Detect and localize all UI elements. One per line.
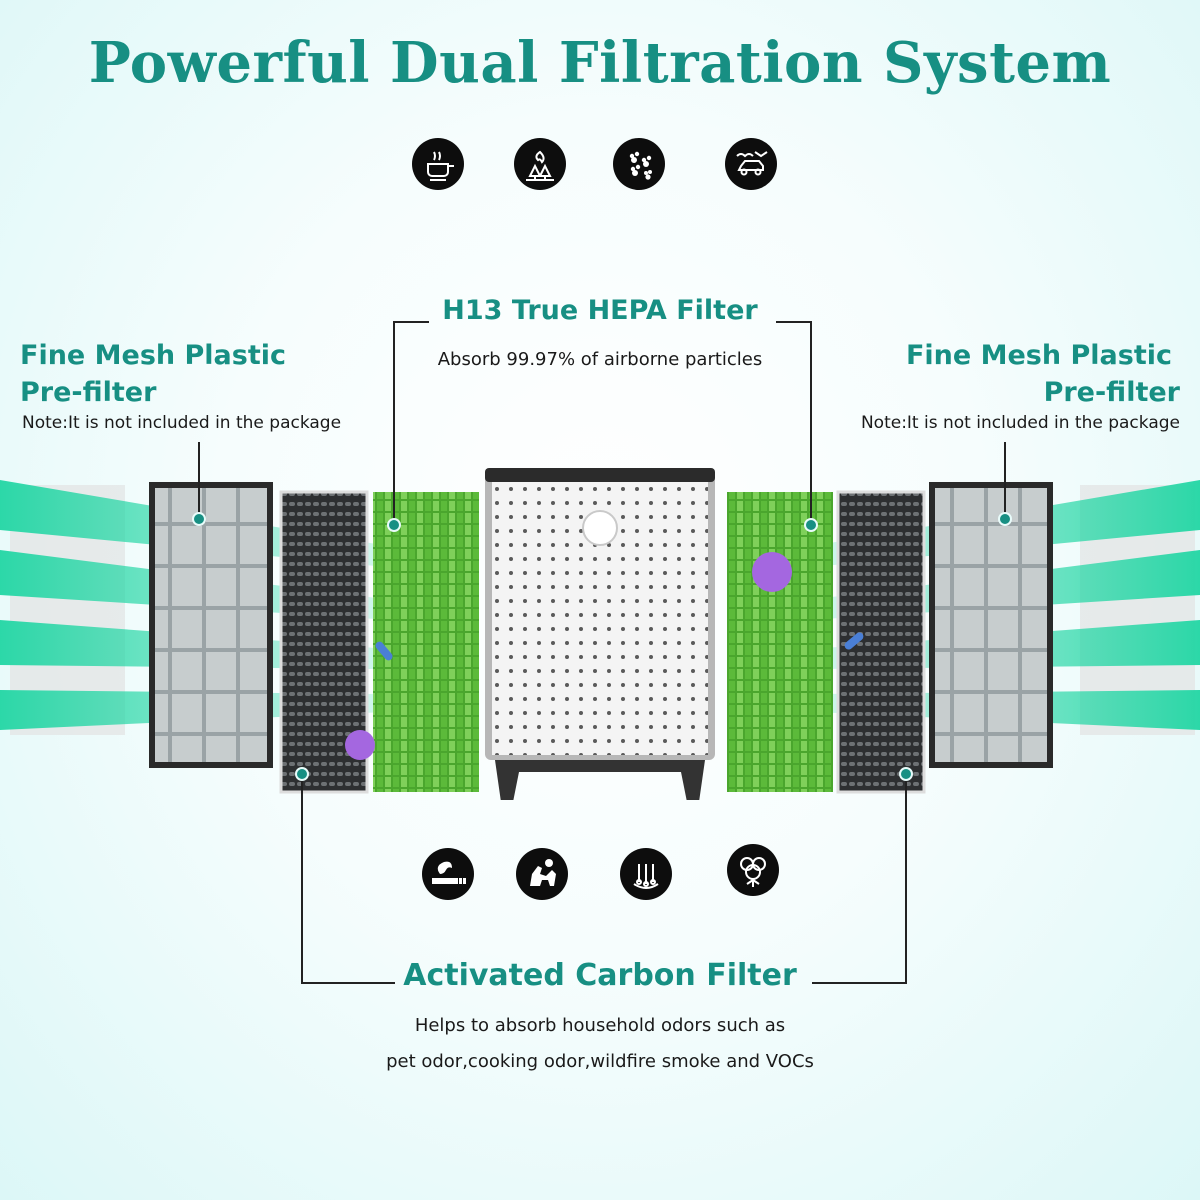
hepa-filter-heading: H13 True HEPA Filter <box>442 295 758 326</box>
carbon-filter-heading: Activated Carbon Filter <box>403 958 797 993</box>
right-prefilter-heading-line1: Fine Mesh Plastic <box>905 340 1172 371</box>
pet-paw-icon <box>613 138 665 190</box>
filter-diagram <box>0 468 1200 800</box>
carbon-leader-line-right <box>812 982 907 984</box>
hepa-marker-left <box>387 518 401 532</box>
wildfire-icon <box>514 138 566 190</box>
left-prefilter-note: Note:It is not included in the package <box>22 413 342 433</box>
carbon-leader-line-right-vertical <box>905 781 907 983</box>
left-hepa-filter <box>373 492 479 792</box>
particle <box>375 641 393 661</box>
right-prefilter-heading-line2: Pre-filter <box>1043 377 1180 408</box>
hepa-filter-subtext: Absorb 99.97% of airborne particles <box>437 349 763 370</box>
air-purifier <box>485 468 715 800</box>
cooking-icon <box>412 138 464 190</box>
left-carbon-marker <box>295 767 309 781</box>
smoking-icon <box>422 848 474 900</box>
carbon-filter-subtext-line1: Helps to absorb household odors such as <box>414 1015 786 1036</box>
hepa-leader-line-left-vertical <box>393 321 395 519</box>
particle <box>345 730 375 760</box>
carbon-filter-subtext-line2: pet odor,cooking odor,wildfire smoke and… <box>386 1051 814 1072</box>
page-title: Powerful Dual Filtration System <box>88 30 1112 96</box>
right-prefilter-note: Note:It is not included in the package <box>860 413 1180 433</box>
right-hepa-filter <box>727 492 833 792</box>
hepa-leader-line-right-vertical <box>810 321 812 519</box>
pet-dander-icon <box>516 848 568 900</box>
hepa-leader-line-left <box>393 321 429 323</box>
right-prefilter <box>929 482 1053 768</box>
particle <box>752 552 792 592</box>
left-prefilter-heading-line2: Pre-filter <box>20 377 157 408</box>
right-carbon-marker <box>899 767 913 781</box>
left-prefilter-heading-line1: Fine Mesh Plastic <box>20 340 287 371</box>
hepa-marker-right <box>804 518 818 532</box>
carbon-leader-line-left <box>301 982 395 984</box>
pollen-icon <box>727 844 779 896</box>
left-prefilter-marker <box>192 512 206 526</box>
hepa-leader-line-right <box>776 321 812 323</box>
left-prefilter-leader-line <box>198 442 200 516</box>
carbon-leader-line-left-vertical <box>301 781 303 983</box>
car-exhaust-icon <box>725 138 777 190</box>
hair-icon <box>620 848 672 900</box>
particle <box>844 632 864 650</box>
right-prefilter-leader-line <box>1004 442 1006 516</box>
right-prefilter-marker <box>998 512 1012 526</box>
left-prefilter <box>149 482 273 768</box>
